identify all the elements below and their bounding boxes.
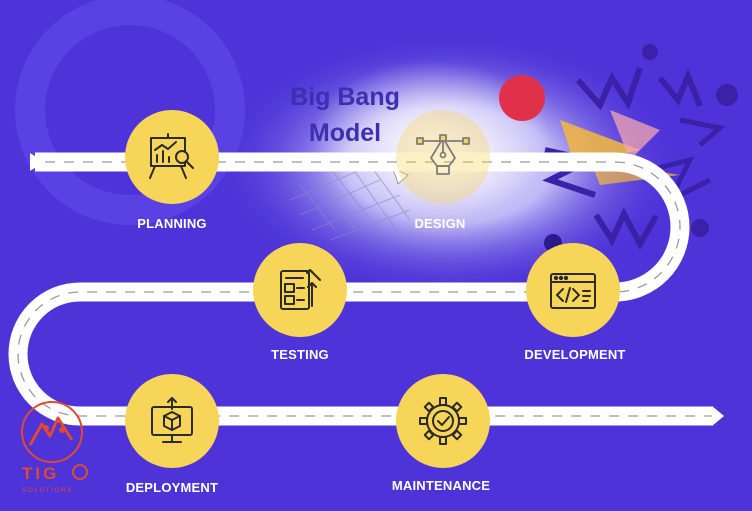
logo-name: TIG xyxy=(22,464,59,483)
stage-label-deployment: DEPLOYMENT xyxy=(126,480,218,495)
stage-node-maintenance xyxy=(396,374,490,468)
stage-node-planning xyxy=(125,110,219,204)
title-line-1: Big Bang xyxy=(290,83,400,111)
logo-ring xyxy=(21,401,83,463)
tig-solutions-logo: TIG SOLUTIONS xyxy=(21,401,88,494)
explosion-glow-core xyxy=(310,60,550,220)
logo-subtitle: SOLUTIONS xyxy=(22,487,73,494)
stage-label-maintenance: MAINTENANCE xyxy=(392,478,490,493)
design-pen-icon xyxy=(416,134,470,175)
stage-node-deployment xyxy=(125,374,219,468)
stage-label-planning: PLANNING xyxy=(137,216,207,231)
code-window-icon xyxy=(550,273,596,309)
logo-mark xyxy=(28,416,74,446)
planning-chart-icon xyxy=(149,133,194,179)
stage-label-testing: TESTING xyxy=(271,347,329,362)
gear-check-icon xyxy=(419,397,467,445)
testing-checklist-icon xyxy=(280,269,321,310)
stage-label-design: DESIGN xyxy=(414,216,465,231)
decorative-arc xyxy=(15,0,245,225)
stage-node-development xyxy=(526,243,620,337)
stage-node-design xyxy=(396,110,490,204)
stage-node-testing xyxy=(253,243,347,337)
logo-o-ring xyxy=(72,464,88,480)
deployment-monitor-icon xyxy=(151,397,193,443)
perspective-grid xyxy=(289,157,411,241)
title-line-2: Model xyxy=(309,119,381,147)
stage-label-development: DEVELOPMENT xyxy=(524,347,625,362)
